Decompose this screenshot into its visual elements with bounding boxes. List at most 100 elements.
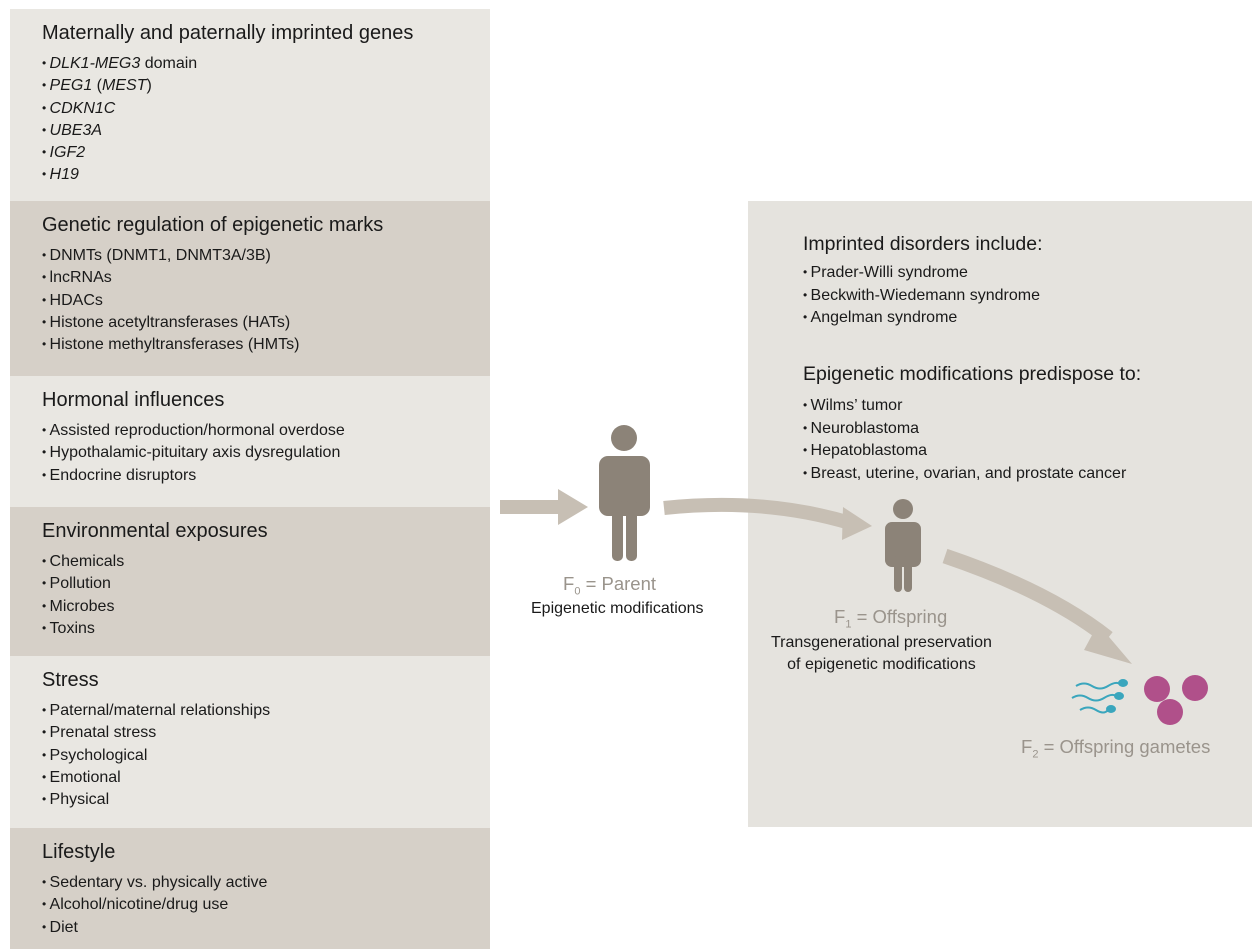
- list-item-text: Paternal/maternal relationships: [49, 702, 271, 719]
- section-6: LifestyleSedentary vs. physically active…: [10, 828, 490, 949]
- list-item: Prenatal stress: [42, 722, 490, 744]
- section-3: Hormonal influencesAssisted reproduction…: [10, 376, 490, 507]
- list-item-text: H19: [49, 166, 79, 184]
- list-item-text: Histone acetyltransferases (HATs): [49, 313, 291, 331]
- list-item-text: CDKN1C: [49, 99, 116, 117]
- list-item-text: Emotional: [49, 768, 121, 786]
- list-item: Alcohol/nicotine/drug use: [42, 894, 490, 916]
- section-2: Genetic regulation of epigenetic marksDN…: [10, 201, 490, 376]
- imprinted-disorders-heading: Imprinted disorders include:: [803, 233, 1043, 255]
- parent-to-offspring-arrow: [663, 497, 872, 540]
- section-list: DNMTs (DNMT1, DNMT3A/3B) lncRNAsHDACsHist…: [42, 245, 490, 356]
- parent-label: F0 = Parent: [563, 573, 657, 598]
- list-item: Emotional: [42, 767, 490, 789]
- egg-cell-icon: [1144, 675, 1208, 725]
- imprinted-disorders-list: Prader-Willi syndromeBeckwith-Wiedemann …: [803, 262, 1040, 330]
- list-item: Beckwith-Wiedemann syndrome: [803, 285, 1040, 308]
- list-item: Neuroblastoma: [803, 418, 1126, 441]
- list-item: HDACs: [42, 290, 490, 312]
- list-item-text: (: [92, 77, 103, 95]
- list-item-text: Chemicals: [49, 553, 125, 570]
- list-item: Hypothalamic-pituitary axis dysregulatio…: [42, 442, 490, 464]
- section-title: Maternally and paternally imprinted gene…: [42, 22, 414, 44]
- list-item-text: Prenatal stress: [49, 724, 157, 742]
- list-item: Breast, uterine, ovarian, and prostate c…: [803, 463, 1127, 486]
- parent-figure-icon: [599, 425, 650, 561]
- list-item: Chemicals: [42, 551, 490, 573]
- list-item: Histone acetyltransferases (HATs): [42, 312, 490, 334]
- list-item: Histone methyltransferases (HMTs): [42, 334, 490, 356]
- input-arrow: [500, 489, 588, 525]
- gametes-label: F2 = Offspring gametes: [1021, 736, 1211, 761]
- list-item-text: Diet: [49, 918, 78, 936]
- list-item: Wilms’ tumor: [803, 395, 1126, 418]
- list-item: DLK1-MEG3 domain: [42, 53, 490, 75]
- list-item: Diet: [42, 917, 490, 939]
- list-item-text: PEG1: [49, 77, 93, 95]
- list-item: H19: [42, 164, 490, 186]
- list-item-text: MEST: [102, 77, 147, 95]
- section-list: Sedentary vs. physically activeAlcohol/n…: [42, 872, 490, 939]
- list-item-text: UBE3A: [49, 121, 103, 139]
- list-item: Physical: [42, 789, 490, 811]
- parent-caption: Epigenetic modifications: [531, 600, 704, 617]
- offspring-caption: Transgenerational preservation of epigen…: [771, 632, 992, 676]
- list-item: UBE3A: [42, 120, 490, 142]
- list-item-text: Endocrine disruptors: [49, 466, 197, 484]
- list-item: Endocrine disruptors: [42, 465, 490, 487]
- list-item-text: DLK1-MEG3: [49, 55, 141, 72]
- offspring-figure-icon: [885, 499, 921, 592]
- influence-panel: Maternally and paternally imprinted gene…: [10, 9, 490, 949]
- list-item: Pollution: [42, 573, 490, 595]
- list-item-text: Toxins: [49, 619, 95, 637]
- list-item-text: DNMTs (DNMT1, DNMT3A/3B): [49, 247, 271, 264]
- list-item: Hepatoblastoma: [803, 440, 1126, 463]
- section-title: Stress: [42, 669, 99, 691]
- section-1: Maternally and paternally imprinted gene…: [10, 9, 490, 201]
- list-item: PEG1 (MEST): [42, 75, 490, 97]
- list-item-text: Microbes: [49, 597, 115, 615]
- list-item: Assisted reproduction/hormonal overdose: [42, 420, 490, 442]
- list-item-text: domain: [140, 55, 198, 72]
- list-item-text: ): [146, 77, 152, 95]
- list-item-text: HDACs: [49, 291, 103, 309]
- list-item: Toxins: [42, 618, 490, 640]
- offspring-label: F1 = Offspring: [834, 606, 948, 631]
- list-item: Psychological: [42, 745, 490, 767]
- list-item-text: lncRNAs: [49, 269, 112, 287]
- list-item-text: Pollution: [49, 575, 111, 593]
- predispose-list: Wilms’ tumorNeuroblastomaHepatoblastomaB…: [803, 395, 1127, 486]
- list-item: Paternal/maternal relationships: [42, 700, 490, 722]
- list-item: Prader-Willi syndrome: [803, 262, 1040, 285]
- list-item-text: Sedentary vs. physically active: [49, 874, 268, 891]
- list-item: Angelman syndrome: [803, 307, 1040, 330]
- list-item: lncRNAs: [42, 267, 490, 289]
- list-item-text: IGF2: [49, 144, 86, 162]
- list-item: Microbes: [42, 596, 490, 618]
- list-item-text: Psychological: [49, 746, 148, 764]
- offspring-to-gametes-arrow: [942, 548, 1132, 664]
- section-list: Paternal/maternal relationshipsPrenatal …: [42, 700, 490, 811]
- section-title: Environmental exposures: [42, 520, 268, 542]
- section-list: DLK1-MEG3 domainPEG1 (MEST)CDKN1CUBE3AIG…: [42, 53, 490, 187]
- section-list: Assisted reproduction/hormonal overdoseH…: [42, 420, 490, 487]
- list-item: DNMTs (DNMT1, DNMT3A/3B): [42, 245, 490, 267]
- offspring-caption-line2: of epigenetic modifications: [787, 656, 976, 673]
- list-item-text: Histone methyltransferases (HMTs): [49, 336, 300, 354]
- predispose-heading: Epigenetic modifications predispose to:: [803, 363, 1142, 385]
- list-item: IGF2: [42, 142, 490, 164]
- list-item-text: Alcohol/nicotine/drug use: [49, 896, 229, 914]
- section-title: Genetic regulation of epigenetic marks: [42, 214, 384, 236]
- sperm-icon: [1071, 679, 1128, 714]
- list-item-text: Assisted reproduction/hormonal overdose: [49, 422, 345, 439]
- list-item: CDKN1C: [42, 98, 490, 120]
- section-5: StressPaternal/maternal relationshipsPre…: [10, 656, 490, 828]
- list-item-text: Hypothalamic-pituitary axis dysregulatio…: [49, 444, 341, 462]
- offspring-caption-line1: Transgenerational preservation: [771, 634, 992, 651]
- section-title: Lifestyle: [42, 841, 116, 863]
- section-title: Hormonal influences: [42, 389, 225, 411]
- section-4: Environmental exposuresChemicalsPollutio…: [10, 507, 490, 656]
- list-item-text: Physical: [49, 791, 110, 809]
- section-list: ChemicalsPollutionMicrobesToxins: [42, 551, 490, 640]
